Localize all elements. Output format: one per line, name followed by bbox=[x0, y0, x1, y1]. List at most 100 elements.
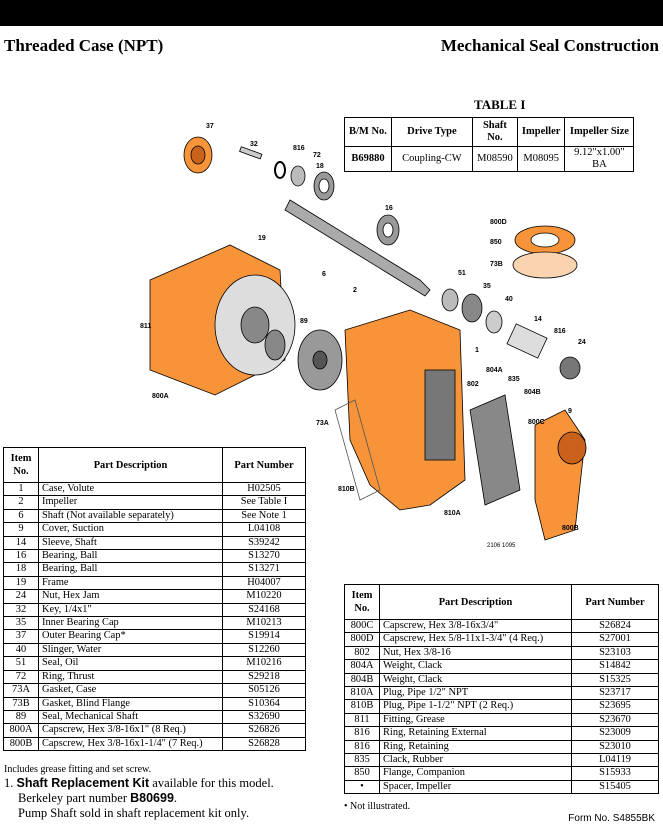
part-number: S24168 bbox=[222, 602, 306, 618]
exploded-parts-diagram: 37 32 816 72 18 16 19 6 800D 850 73B 811… bbox=[140, 123, 587, 549]
model-number: B4ZRKS bbox=[577, 1, 655, 23]
part-number: M10213 bbox=[222, 616, 306, 631]
table-1: B/M No. Drive Type Shaft No. Impeller Im… bbox=[344, 117, 635, 172]
part-number: S23717 bbox=[571, 686, 659, 701]
part-description: Key, 1/4x1" bbox=[38, 602, 223, 618]
part-number: S29218 bbox=[222, 669, 306, 685]
part-number: S15325 bbox=[571, 672, 659, 688]
part-description: Capscrew, Hex 3/8-16x1-1/4" (7 Req.) bbox=[38, 736, 223, 752]
part-number: S15405 bbox=[571, 779, 659, 795]
part-number-header: Part Number bbox=[571, 584, 659, 620]
part-35 bbox=[461, 293, 483, 323]
part-description: Capscrew, Hex 3/8-16x3/4" bbox=[379, 618, 572, 634]
table-1-cell: M08590 bbox=[471, 146, 518, 172]
kit-text: Berkeley part number bbox=[18, 791, 131, 805]
part-number: S26826 bbox=[222, 723, 306, 738]
part-number: S14842 bbox=[571, 659, 659, 674]
svg-text:800A: 800A bbox=[152, 393, 169, 400]
part-number: S13270 bbox=[222, 549, 306, 564]
part-description: Fitting, Grease bbox=[379, 712, 572, 728]
svg-text:800B: 800B bbox=[562, 525, 579, 532]
part-number: S26824 bbox=[571, 618, 659, 634]
item-number: 804A bbox=[344, 659, 380, 674]
part-32 bbox=[239, 146, 263, 160]
table-1-cell: B69880 bbox=[344, 146, 392, 172]
item-number: 40 bbox=[3, 642, 39, 658]
part-description: Outer Bearing Cap* bbox=[38, 629, 223, 644]
part-number: S23010 bbox=[571, 739, 659, 755]
part-number: S23670 bbox=[571, 712, 659, 728]
svg-text:2: 2 bbox=[353, 287, 357, 294]
part-number: S12260 bbox=[222, 642, 306, 658]
svg-text:810A: 810A bbox=[444, 510, 461, 517]
svg-text:19: 19 bbox=[258, 235, 266, 242]
part-number: S23103 bbox=[571, 645, 659, 661]
table-1-header: Shaft No. bbox=[471, 117, 518, 147]
part-description: Ring, Retaining bbox=[379, 739, 572, 755]
svg-text:1: 1 bbox=[475, 347, 479, 354]
description-header: Part Description bbox=[379, 584, 572, 620]
svg-text:816: 816 bbox=[554, 328, 566, 335]
svg-text:6: 6 bbox=[322, 271, 326, 278]
svg-text:73B: 73B bbox=[490, 261, 503, 268]
part-89 bbox=[264, 329, 286, 361]
svg-text:9: 9 bbox=[568, 408, 572, 415]
part-number: See Table I bbox=[222, 495, 306, 510]
part-description: Weight, Clack bbox=[379, 659, 572, 674]
table-1-header: Impeller bbox=[516, 117, 566, 147]
part-835 bbox=[469, 394, 521, 506]
part-description: Seal, Mechanical Shaft bbox=[38, 709, 223, 725]
kit-text: . bbox=[173, 791, 178, 805]
svg-text:850: 850 bbox=[490, 239, 502, 246]
part-description: Clack, Rubber bbox=[379, 753, 572, 768]
svg-text:835: 835 bbox=[508, 376, 520, 383]
item-number: 35 bbox=[3, 616, 39, 631]
item-number: 37 bbox=[3, 629, 39, 644]
part-description: Bearing, Ball bbox=[38, 562, 223, 577]
item-number: 810A bbox=[344, 686, 380, 701]
part-51 bbox=[441, 288, 459, 312]
item-number: 816 bbox=[344, 726, 380, 741]
item-number: 18 bbox=[3, 562, 39, 577]
part-number: See Note 1 bbox=[222, 508, 306, 524]
document-title: Cast Iron Impeller bbox=[6, 2, 168, 23]
part-description: Case, Volute bbox=[38, 481, 223, 497]
item-number: 73B bbox=[3, 696, 39, 711]
part-number: S27001 bbox=[571, 632, 659, 647]
form-number: Form No. S4855BK bbox=[568, 813, 655, 824]
part-number: S15933 bbox=[571, 766, 659, 781]
svg-text:810B: 810B bbox=[338, 486, 355, 493]
part-description: Weight, Clack bbox=[379, 672, 572, 688]
part-14 bbox=[506, 323, 548, 359]
part-description: Nut, Hex Jam bbox=[38, 589, 223, 604]
svg-text:35: 35 bbox=[483, 283, 491, 290]
part-description: Capscrew, Hex 5/8-11x1-3/4" (4 Req.) bbox=[379, 632, 572, 647]
part-6-shaft bbox=[284, 199, 431, 297]
part-description: Gasket, Case bbox=[38, 683, 223, 698]
svg-text:800C: 800C bbox=[528, 419, 545, 426]
item-number: • bbox=[344, 779, 380, 795]
grease-note: Includes grease fitting and set screw. bbox=[4, 764, 152, 775]
part-number: M10220 bbox=[222, 589, 306, 604]
item-number: 73A bbox=[3, 683, 39, 698]
svg-text:804A: 804A bbox=[486, 367, 503, 374]
kit-name: Shaft Replacement Kit bbox=[16, 776, 150, 790]
item-number: 89 bbox=[3, 709, 39, 725]
part-description: Ring, Retaining External bbox=[379, 726, 572, 741]
item-number: 6 bbox=[3, 508, 39, 524]
svg-text:73A: 73A bbox=[316, 420, 329, 427]
kit-text: available for this model. bbox=[149, 776, 274, 790]
